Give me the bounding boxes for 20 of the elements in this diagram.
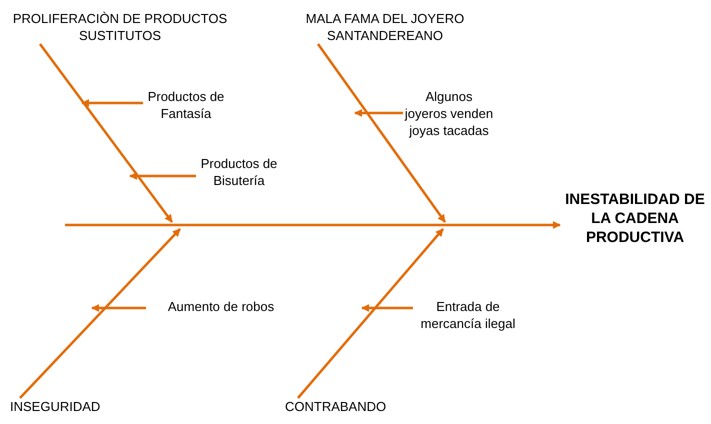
effect-label: INESTABILIDAD DE LA CADENA PRODUCTIVA xyxy=(560,190,710,247)
arrow xyxy=(19,228,181,399)
category-label: CONTRABANDO xyxy=(285,398,405,415)
cause-label: Entrada de mercancía ilegal xyxy=(413,298,523,332)
arrow xyxy=(361,304,413,312)
cause-label: Algunos joyeros venden joyas tacadas xyxy=(403,88,495,139)
category-label: PROLIFERACIÒN DE PRODUCTOS SUSTITUTOS xyxy=(0,10,240,44)
category-label: MALA FAMA DEL JOYERO SANTANDEREANO xyxy=(280,10,490,44)
cause-label: Productos de Bisutería xyxy=(196,155,282,189)
category-label: INSEGURIDAD xyxy=(10,398,120,415)
arrow xyxy=(39,43,173,223)
arrow xyxy=(91,304,146,312)
arrow xyxy=(81,99,143,107)
arrow xyxy=(129,172,196,180)
arrow xyxy=(297,228,444,399)
arrow xyxy=(354,109,403,117)
cause-label: Aumento de robos xyxy=(146,298,296,315)
cause-label: Productos de Fantasía xyxy=(143,88,229,122)
arrow xyxy=(65,221,561,229)
arrow xyxy=(316,43,446,223)
